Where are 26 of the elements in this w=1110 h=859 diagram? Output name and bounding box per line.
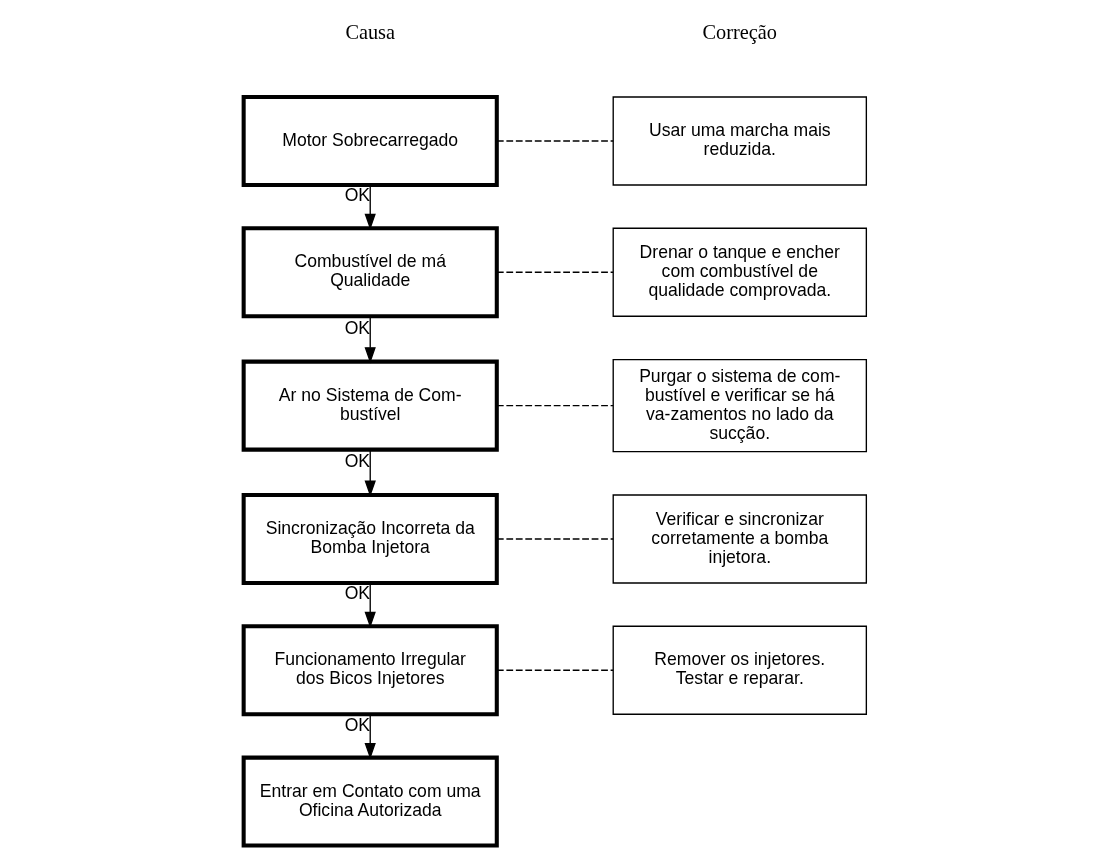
edge-label: OK [344,582,371,603]
label: Causa [345,20,396,43]
node-box: Motor Sobrecarregado [241,94,499,187]
connector [496,139,614,142]
connector [496,537,614,540]
arrow [364,315,376,363]
node-box: Ar no Sistema de Com- bustível [241,359,499,452]
node-box: Entrar em Contato com uma Oficina Autorizada [241,755,499,848]
arrow [364,184,376,230]
node-box: Combustível de má Qualidade [241,225,499,318]
node-box: Usar uma marcha mais reduzida. [612,95,868,186]
edge-label: OK [344,317,371,338]
node-box: Sincronização Incorreta da Bomba Injetora [241,492,499,585]
edge-label: OK [344,450,371,471]
node-box: Purgar o sistema de com- bustível e verificar se há va-zamentos no lado da sucção. [612,358,868,452]
label: Correção [702,20,777,43]
edge-label: OK [344,714,371,735]
arrow [364,713,376,759]
node-box: Drenar o tanque e encher com combustível de qualidade comprovada. [612,227,868,317]
connector [496,271,614,273]
connector [496,669,614,671]
edge-label: OK [344,184,371,205]
node-box: Verificar e sincronizar corretamente a bomba injetora. [612,493,868,584]
node-box: Remover os injetores. Testar e reparar. [612,625,868,715]
connector [496,404,614,406]
node-box: Funcionamento Irregular dos Bicos Injetores [241,623,499,716]
